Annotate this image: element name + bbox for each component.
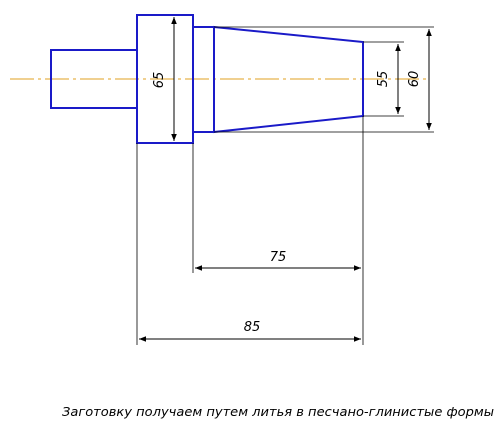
- dimension-cone-small-diameter: 55: [363, 41, 404, 117]
- dimension-total-length: 85: [136, 143, 364, 345]
- dimension-label-65: 65: [152, 72, 167, 89]
- dimension-collar-diameter: 65: [152, 17, 177, 141]
- dimension-label-60: 60: [407, 71, 422, 88]
- caption: Заготовку получаем путем литья в песчано…: [62, 405, 494, 419]
- dimension-label-55: 55: [376, 71, 391, 88]
- dimension-cone-length: 75: [192, 116, 364, 273]
- dimension-label-75: 75: [270, 250, 287, 265]
- dimension-label-85: 85: [244, 320, 261, 335]
- dimension-cone-large-diameter: 60: [214, 26, 434, 133]
